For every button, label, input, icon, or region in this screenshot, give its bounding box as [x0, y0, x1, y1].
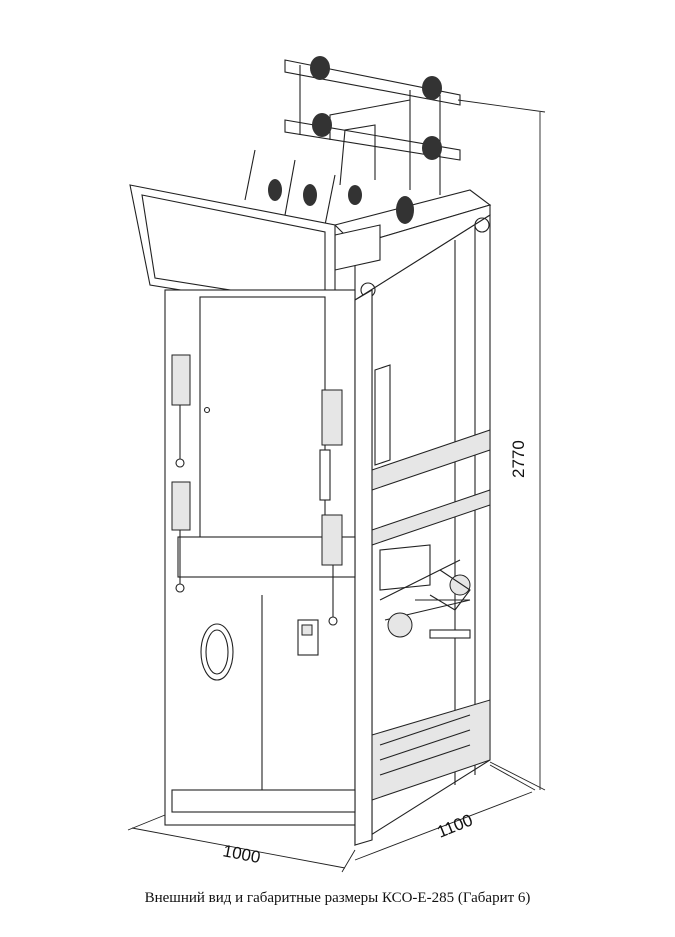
door-hinges — [171, 354, 343, 626]
cabinet-front — [164, 289, 373, 846]
cabinet-side-frame — [354, 214, 491, 846]
height-dimension: 2770 — [509, 440, 528, 478]
depth-dimension: 1100 — [434, 810, 475, 841]
dimension-lines — [127, 99, 546, 873]
busbar-assembly — [244, 56, 461, 271]
figure-caption: Внешний вид и габаритные размеры КСО-Е-2… — [144, 890, 531, 906]
drive-mechanism — [379, 544, 471, 639]
width-dimension: 1000 — [221, 841, 262, 867]
